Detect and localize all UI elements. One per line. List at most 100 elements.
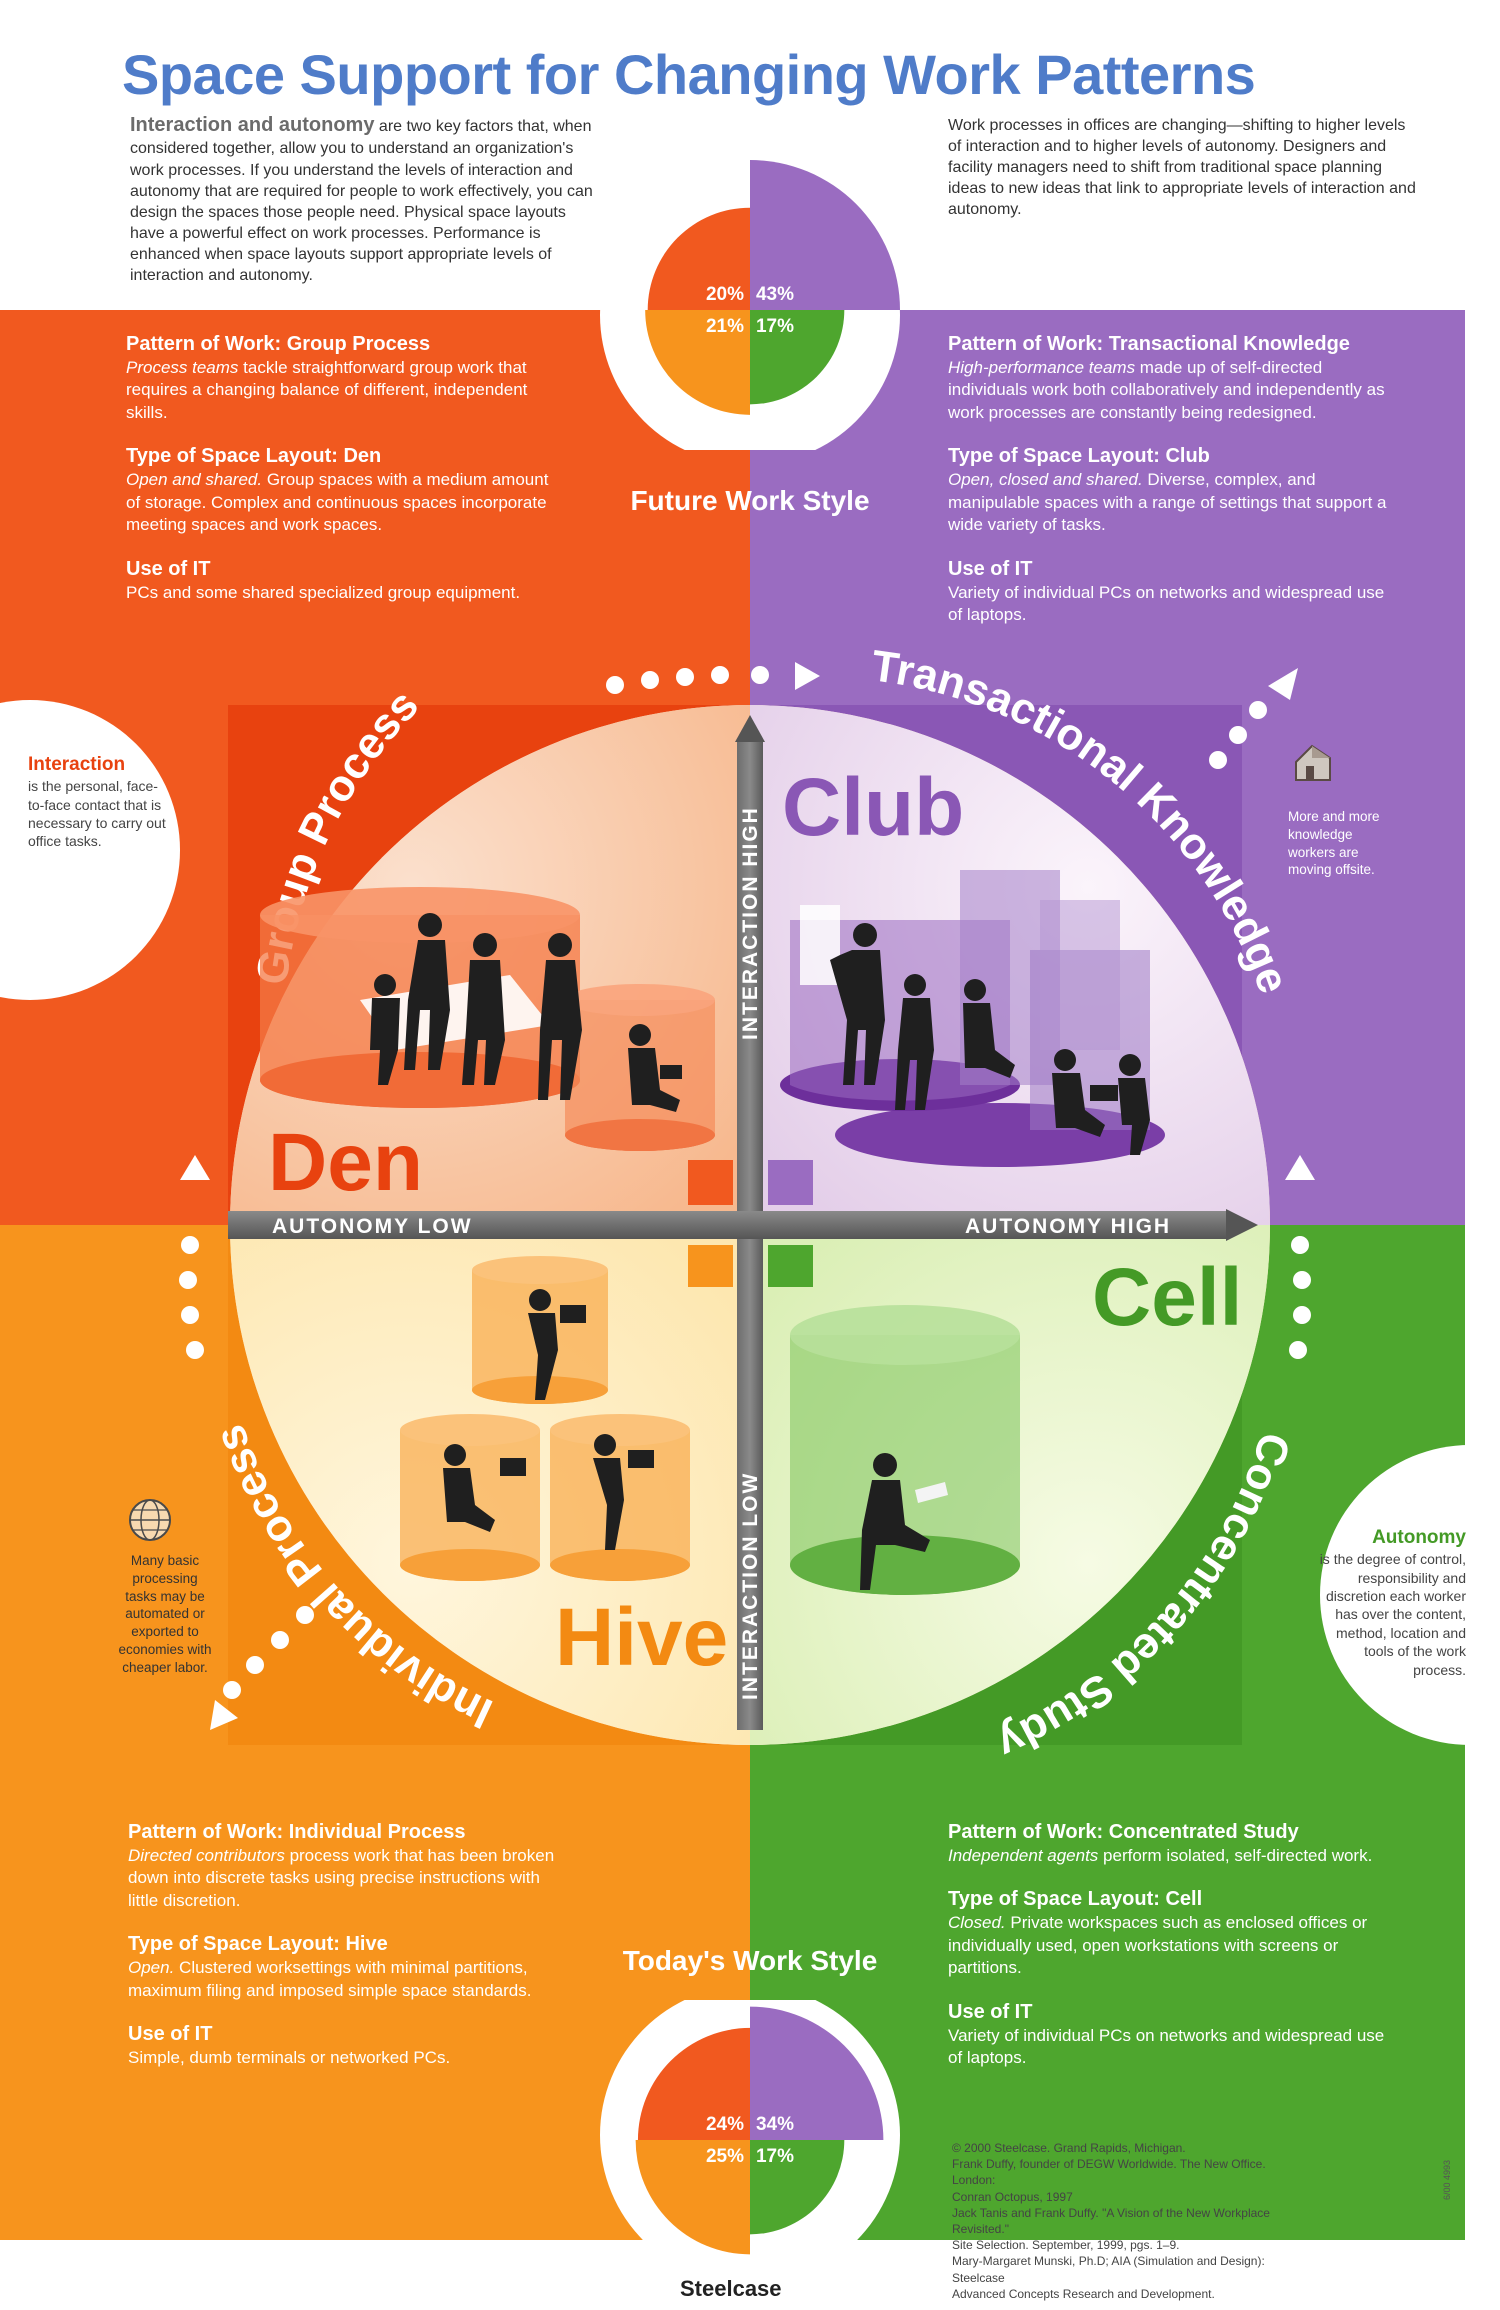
transactional-knowledge-panel: Pattern of Work: Transactional Knowledge… — [948, 332, 1388, 647]
club-label: Club — [782, 762, 964, 853]
group-process-panel: Pattern of Work: Group Process Process t… — [126, 332, 556, 624]
today-work-style-label: Today's Work Style — [623, 1945, 878, 1976]
concentrated-pattern-text: perform isolated, self-directed work. — [1098, 1846, 1373, 1865]
hive-center-square — [688, 1245, 733, 1287]
autonomy-axis — [228, 1211, 1228, 1239]
interaction-note-text: is the personal, face-to-face contact th… — [28, 778, 166, 850]
den-illustration — [260, 887, 715, 1151]
hive-illustration — [400, 1256, 690, 1581]
club-center-square — [768, 1160, 813, 1205]
den-pie-label: 24% — [706, 2114, 744, 2135]
credit-line: Advanced Concepts Research and Developme… — [952, 2286, 1215, 2301]
intro-lead: Interaction and autonomy — [130, 114, 375, 136]
credit-line: Mary-Margaret Munski, Ph.D; AIA (Simulat… — [952, 2254, 1265, 2285]
globe-icon — [129, 1499, 171, 1541]
den-pie-label: 20% — [706, 284, 744, 305]
individual-pattern-heading: Pattern of Work: Individual Process — [128, 1821, 466, 1843]
future-label-box-right — [750, 450, 900, 525]
group-layout-heading: Type of Space Layout: Den — [126, 445, 382, 468]
concentrated-study-panel: Pattern of Work: Concentrated Study Inde… — [948, 1820, 1388, 2090]
hive-pie-label: 21% — [706, 316, 744, 337]
credits: © 2000 Steelcase. Grand Rapids, Michigan… — [952, 2140, 1312, 2302]
club-pie-label: 34% — [756, 2114, 794, 2135]
club-pie-slice — [750, 160, 900, 310]
group-it-text: PCs and some shared specialized group eq… — [126, 582, 521, 602]
group-pattern-text: tackle straightforward group work that r… — [126, 358, 528, 422]
concentrated-it-heading: Use of IT — [948, 2000, 1033, 2023]
today-work-style-pie: 24% 34% 25% 17% — [635, 2006, 884, 2255]
offsite-note: More and more knowledge workers are movi… — [1288, 809, 1380, 878]
interaction-note-bubble — [0, 700, 180, 1000]
group-layout-lead: Open and shared. — [126, 470, 263, 490]
individual-pattern-lead: Directed contributors — [128, 1846, 285, 1865]
house-icon — [1295, 744, 1331, 781]
today-label-box-left — [600, 1925, 750, 2000]
autonomy-axis-arrowhead — [1226, 1209, 1258, 1241]
transactional-layout-text: Diverse, complex, and manipulable spaces… — [948, 470, 1387, 535]
group-layout-text: Group spaces with a medium amount of sto… — [126, 470, 549, 535]
intro-right: Work processes in offices are changing—s… — [948, 117, 1416, 219]
right-bottom-dotted-arrow — [1285, 1155, 1315, 1359]
cell-center-square — [768, 1245, 813, 1287]
individual-it-heading: Use of IT — [128, 2023, 213, 2046]
autonomy-note: Autonomy is the degree of control, respo… — [1318, 1525, 1466, 1679]
hive-pie-slice — [645, 310, 750, 415]
autonomy-note-title: Autonomy — [1372, 1527, 1466, 1548]
transactional-it-text: Variety of individual PCs on networks an… — [948, 582, 1385, 625]
autonomy-high-label: AUTONOMY HIGH — [965, 1215, 1171, 1238]
individual-layout-heading: Type of Space Layout: Hive — [128, 1933, 388, 1956]
credit-line: Frank Duffy, founder of DEGW Worldwide. … — [952, 2157, 1266, 2188]
club-pie-label: 43% — [756, 284, 794, 305]
future-work-style-pie: 20% 43% 21% 17% — [645, 160, 900, 415]
bottom-left-dotted-arrow — [210, 1606, 314, 1730]
concentrated-layout-lead: Closed. — [948, 1913, 1006, 1933]
transactional-layout-lead: Open, closed and shared. — [948, 470, 1143, 490]
den-pie-slice — [647, 207, 750, 310]
individual-pattern-text: process work that has been broken down i… — [128, 1846, 555, 1910]
right-top-dotted-arrow — [1209, 668, 1298, 769]
transactional-layout-heading: Type of Space Layout: Club — [948, 445, 1210, 468]
left-dotted-arrow — [179, 1155, 210, 1359]
den-label: Den — [268, 1117, 423, 1208]
brand-logo: Steelcase — [680, 2276, 782, 2301]
intro-left: Interaction and autonomy are two key fac… — [130, 112, 600, 286]
transactional-pattern-heading: Pattern of Work: Transactional Knowledge — [948, 333, 1350, 355]
credit-line: Jack Tanis and Frank Duffy. "A Vision of… — [952, 2205, 1270, 2236]
interaction-axis-arrowhead — [735, 715, 765, 742]
credit-line: Conran Octopus, 1997 — [952, 2189, 1073, 2204]
club-pie-slice — [750, 2006, 884, 2140]
hive-label: Hive — [555, 1592, 728, 1683]
cell-pie-label: 17% — [756, 2146, 794, 2167]
individual-it-text: Simple, dumb terminals or networked PCs. — [128, 2048, 451, 2068]
group-pattern-heading: Pattern of Work: Group Process — [126, 333, 431, 355]
interaction-low-label: INTERACTION LOW — [739, 1472, 762, 1700]
concentrated-it-text: Variety of individual PCs on networks an… — [948, 2025, 1385, 2068]
group-pattern-lead: Process teams — [126, 358, 239, 377]
top-dotted-arrow — [606, 662, 820, 694]
autonomy-low-label: AUTONOMY LOW — [272, 1215, 473, 1238]
group-it-heading: Use of IT — [126, 557, 211, 580]
interaction-high-label: INTERACTION HIGH — [739, 806, 762, 1040]
cell-pie-label: 17% — [756, 316, 794, 337]
den-pie-slice — [637, 2027, 750, 2140]
credit-line: Site Selection. September, 1999, pgs. 1–… — [952, 2238, 1180, 2253]
hive-pie-label: 25% — [706, 2146, 744, 2167]
transactional-pattern-lead: High-performance teams — [948, 358, 1136, 377]
automation-note: Many basic processing tasks may be autom… — [118, 1553, 212, 1675]
interaction-note-title: Interaction — [28, 754, 126, 775]
transactional-it-heading: Use of IT — [948, 557, 1033, 580]
credit-line: © 2000 Steelcase. Grand Rapids, Michigan… — [952, 2141, 1186, 2155]
future-work-style-label: Future Work Style — [630, 485, 869, 516]
cell-illustration — [790, 1305, 1020, 1595]
individual-layout-lead: Open. — [128, 1958, 175, 1978]
cell-pie-slice — [750, 2140, 845, 2235]
concentrated-pattern-lead: Independent agents — [948, 1846, 1099, 1865]
transactional-pattern-text: made up of self-directed individuals wor… — [948, 358, 1385, 422]
club-illustration — [780, 870, 1165, 1167]
page-title: Space Support for Changing Work Patterns — [122, 43, 1256, 106]
den-center-square — [688, 1160, 733, 1205]
individual-process-panel: Pattern of Work: Individual Process Dire… — [128, 1820, 558, 2090]
concentrated-layout-heading: Type of Space Layout: Cell — [948, 1888, 1203, 1911]
